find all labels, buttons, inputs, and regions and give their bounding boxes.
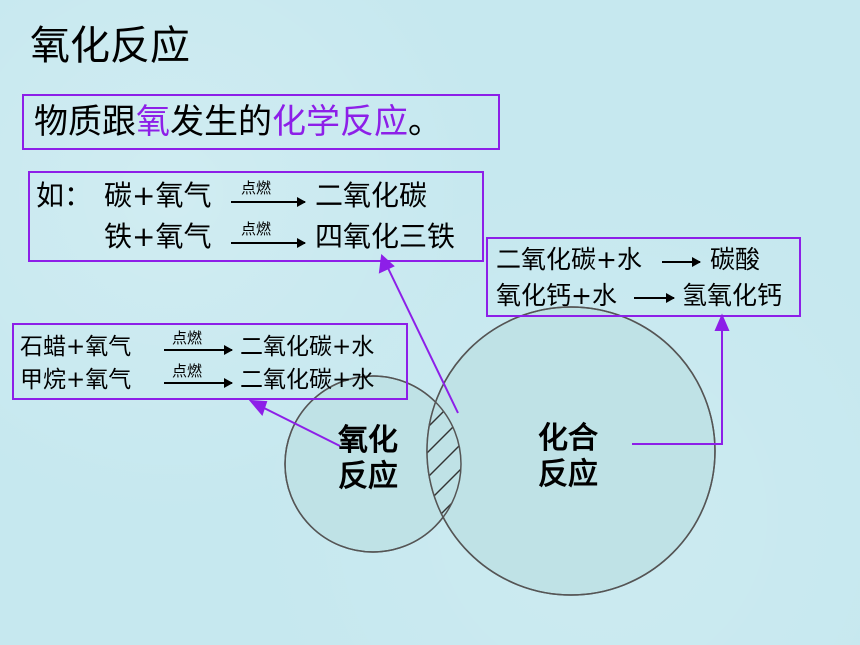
condition: 点燃 <box>241 220 272 238</box>
definition-highlight-oxygen: 氧 <box>136 102 170 142</box>
oxidation-label-line1: 氧化 <box>338 423 398 458</box>
definition-suffix: 。 <box>408 102 442 142</box>
product: 碳酸 <box>710 245 761 274</box>
oxidation-label: 氧化 反应 <box>338 423 398 495</box>
combination-label-line1: 化合 <box>538 421 598 456</box>
condition: 点燃 <box>241 179 272 197</box>
connector-oxidation-to-box <box>248 399 341 447</box>
product: 二氧化碳 <box>315 179 428 212</box>
reactants: 氧化钙+水 <box>496 281 617 310</box>
arrow-icon <box>164 378 233 388</box>
arrow-icon <box>662 257 701 267</box>
combination-label-line2: 反应 <box>538 457 598 492</box>
condition: 点燃 <box>172 362 203 380</box>
product: 氢氧化钙 <box>682 281 783 310</box>
reactants: 甲烷+氧气 <box>20 367 132 393</box>
arrow-icon <box>164 345 233 355</box>
reactants: 碳+氧气 <box>104 179 212 212</box>
product: 二氧化碳+水 <box>240 334 375 360</box>
definition-prefix: 物质跟 <box>34 102 136 142</box>
definition-middle: 发生的 <box>170 102 272 142</box>
reactants: 石蜡+氧气 <box>20 334 132 360</box>
product: 四氧化三铁 <box>315 220 456 253</box>
condition: 点燃 <box>172 329 203 347</box>
combination-label: 化合 反应 <box>538 421 598 493</box>
arrow-icon <box>231 197 306 207</box>
definition-box: 物质跟氧发生的化学反应。 <box>22 94 500 150</box>
example-box-both: 如： 碳+氧气 点燃 二氧化碳 铁+氧气 点燃 四氧化三铁 <box>28 171 484 262</box>
example-box-combination: 二氧化碳+水 碳酸 氧化钙+水 氢氧化钙 <box>486 237 801 317</box>
product: 二氧化碳+水 <box>240 367 375 393</box>
example-prefix: 如： <box>36 179 93 212</box>
oxidation-label-line2: 反应 <box>338 459 398 494</box>
definition-highlight-reaction: 化学反应 <box>272 102 408 142</box>
arrow-icon <box>231 238 306 248</box>
arrow-icon <box>634 293 675 303</box>
page-title: 氧化反应 <box>30 23 190 69</box>
connector-combination-to-box <box>632 313 730 445</box>
reactants: 铁+氧气 <box>104 220 212 253</box>
example-box-oxidation: 石蜡+氧气 点燃 二氧化碳+水 甲烷+氧气 点燃 二氧化碳+水 <box>12 323 408 400</box>
reactants: 二氧化碳+水 <box>496 245 642 274</box>
